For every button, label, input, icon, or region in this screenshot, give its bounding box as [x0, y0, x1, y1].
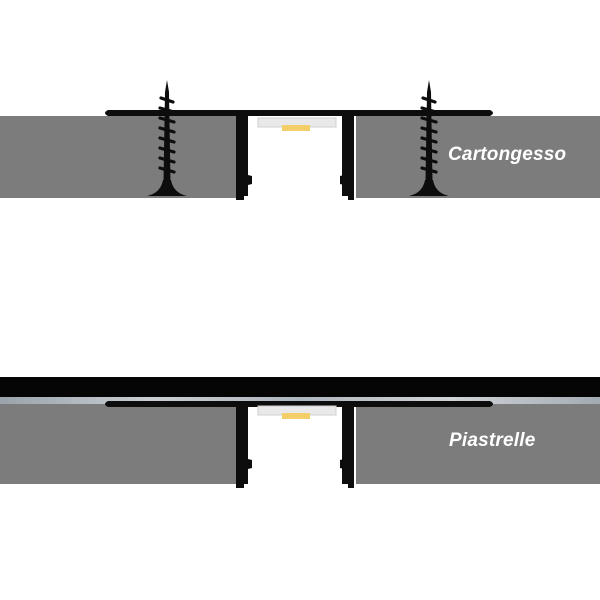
plasterboard-label: Cartongesso — [448, 144, 567, 165]
tile-section — [0, 377, 600, 488]
profile-body — [236, 404, 354, 488]
profile-body — [236, 116, 354, 200]
profile-flange — [105, 110, 493, 116]
plasterboard-section — [0, 78, 600, 200]
panel-right — [356, 116, 600, 198]
panel-right — [356, 404, 600, 484]
panel-left — [0, 116, 238, 198]
led-strip — [282, 413, 310, 419]
panel-left — [0, 404, 238, 484]
adhesive-layer — [0, 397, 600, 404]
led-strip — [282, 125, 310, 131]
tile-label: Piastrelle — [449, 430, 536, 451]
tile-layer — [0, 377, 600, 397]
profile-flange — [105, 401, 493, 407]
